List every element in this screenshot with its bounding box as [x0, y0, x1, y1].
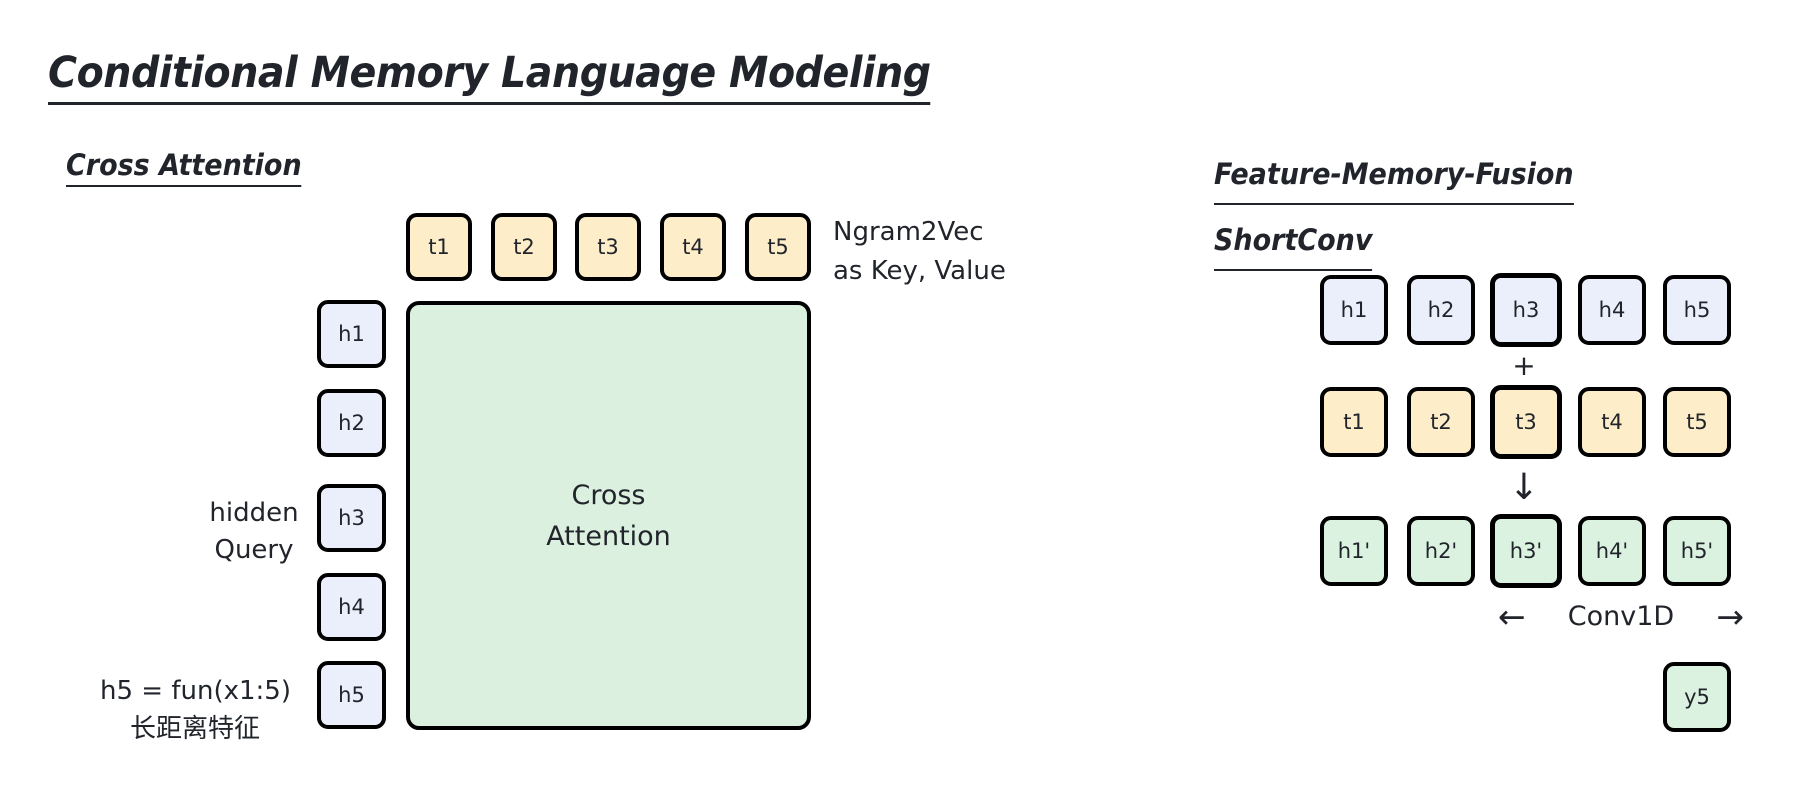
final-output-y5-label: y5: [1684, 684, 1710, 709]
memory-caption: Ngram2Vec as Key, Value: [833, 213, 1006, 291]
plus-operator-icon: +: [1512, 349, 1536, 382]
memory-token-t2-label: t2: [513, 234, 535, 259]
fusion-memory-t5[interactable]: t5: [1663, 387, 1731, 457]
fusion-memory-t2[interactable]: t2: [1407, 387, 1475, 457]
fusion-output-h1-prime[interactable]: h1': [1320, 516, 1388, 586]
fusion-output-h3-prime-label: h3': [1509, 538, 1543, 563]
page-title: Conditional Memory Language Modeling: [48, 48, 931, 105]
hidden-state-h5[interactable]: h5: [317, 661, 386, 729]
fusion-output-h2-prime[interactable]: h2': [1407, 516, 1475, 586]
h5-formula-line1: h5 = fun(x1:5): [100, 676, 291, 706]
memory-token-t3[interactable]: t3: [575, 213, 641, 281]
hidden-query-caption-line1: hidden: [209, 498, 299, 528]
memory-token-t5[interactable]: t5: [745, 213, 811, 281]
fusion-hidden-h5-label: h5: [1683, 297, 1711, 322]
fusion-hidden-h4[interactable]: h4: [1578, 275, 1646, 345]
memory-caption-line2: as Key, Value: [833, 256, 1006, 286]
hidden-state-h3[interactable]: h3: [317, 484, 386, 552]
conv1d-label: Conv1D: [1567, 601, 1675, 632]
fusion-hidden-h3-label: h3: [1512, 297, 1540, 322]
hidden-state-h2[interactable]: h2: [317, 389, 386, 457]
h5-formula-line2: 长距离特征: [129, 714, 260, 744]
hidden-state-h3-label: h3: [338, 505, 365, 530]
fusion-memory-t3[interactable]: t3: [1490, 385, 1562, 459]
hidden-query-caption: hidden Query: [198, 495, 310, 569]
fusion-output-h5-prime[interactable]: h5': [1663, 516, 1731, 586]
fusion-memory-t3-label: t3: [1515, 409, 1537, 434]
fmf-heading-line2: ShortConv: [1214, 214, 1373, 271]
cross-attention-heading: Cross Attention: [66, 148, 302, 187]
fusion-output-h4-prime[interactable]: h4': [1578, 516, 1646, 586]
fmf-heading-line1: Feature-Memory-Fusion: [1214, 148, 1574, 205]
memory-token-t1-label: t1: [428, 234, 450, 259]
hidden-state-h4[interactable]: h4: [317, 573, 386, 641]
fusion-hidden-h4-label: h4: [1598, 297, 1626, 322]
fusion-hidden-h2-label: h2: [1427, 297, 1455, 322]
fusion-hidden-h3[interactable]: h3: [1490, 273, 1562, 347]
hidden-state-h4-label: h4: [338, 594, 365, 619]
cross-attention-block[interactable]: Cross Attention: [406, 301, 811, 730]
fusion-memory-t2-label: t2: [1430, 409, 1452, 434]
fusion-memory-t5-label: t5: [1686, 409, 1708, 434]
fusion-hidden-h5[interactable]: h5: [1663, 275, 1731, 345]
down-arrow-icon: ↓: [1508, 467, 1540, 508]
memory-token-t4-label: t4: [682, 234, 704, 259]
h5-formula-caption: h5 = fun(x1:5) 长距离特征: [100, 672, 291, 748]
hidden-state-h1-label: h1: [338, 321, 365, 346]
fusion-memory-t4-label: t4: [1601, 409, 1623, 434]
fusion-memory-t1-label: t1: [1343, 409, 1365, 434]
fusion-output-h3-prime[interactable]: h3': [1490, 514, 1562, 588]
fusion-output-h1-prime-label: h1': [1337, 538, 1371, 563]
hidden-state-h5-label: h5: [338, 682, 365, 707]
hidden-state-h1[interactable]: h1: [317, 300, 386, 368]
fusion-output-h2-prime-label: h2': [1424, 538, 1458, 563]
fusion-output-h4-prime-label: h4': [1595, 538, 1629, 563]
memory-caption-line1: Ngram2Vec: [833, 217, 984, 247]
fusion-hidden-h1-label: h1: [1340, 297, 1368, 322]
memory-token-t2[interactable]: t2: [491, 213, 557, 281]
hidden-query-caption-line2: Query: [214, 535, 294, 565]
conv1d-annotation: ← Conv1D →: [1498, 600, 1744, 633]
fusion-memory-t4[interactable]: t4: [1578, 387, 1646, 457]
memory-token-t1[interactable]: t1: [406, 213, 472, 281]
fusion-memory-t1[interactable]: t1: [1320, 387, 1388, 457]
right-arrow-icon: →: [1716, 597, 1744, 636]
memory-token-t4[interactable]: t4: [660, 213, 726, 281]
feature-memory-fusion-heading: Feature-Memory-Fusion ShortConv: [1214, 148, 1574, 280]
cross-attention-block-line1: Cross: [571, 479, 646, 511]
fusion-hidden-h1[interactable]: h1: [1320, 275, 1388, 345]
left-arrow-icon: ←: [1498, 597, 1526, 636]
memory-token-t5-label: t5: [767, 234, 789, 259]
hidden-state-h2-label: h2: [338, 410, 365, 435]
fusion-hidden-h2[interactable]: h2: [1407, 275, 1475, 345]
cross-attention-heading-text: Cross Attention: [66, 148, 302, 187]
memory-token-t3-label: t3: [597, 234, 619, 259]
fusion-output-h5-prime-label: h5': [1680, 538, 1714, 563]
final-output-y5[interactable]: y5: [1663, 662, 1731, 732]
cross-attention-block-line2: Attention: [546, 520, 671, 552]
